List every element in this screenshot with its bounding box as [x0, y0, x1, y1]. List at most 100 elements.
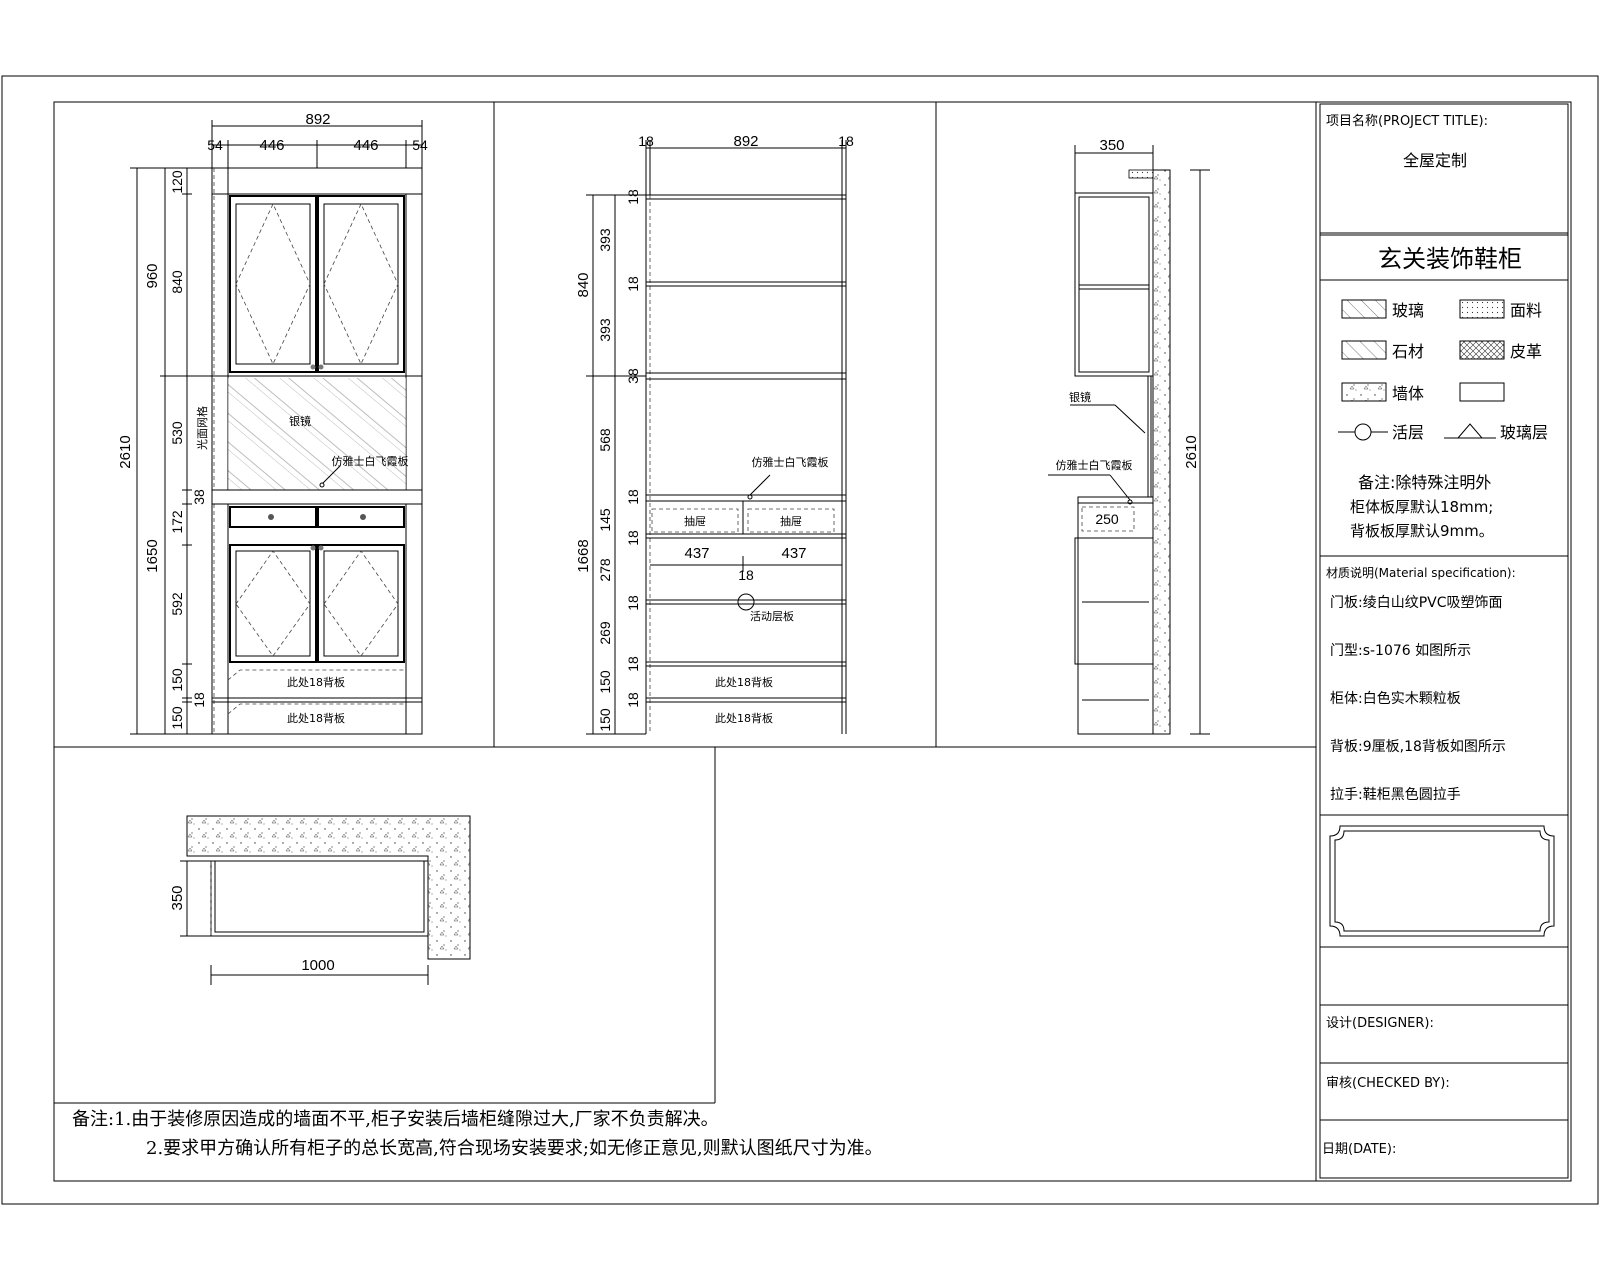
front-dim-right-margin: 54 — [412, 137, 428, 153]
plan-view: 350 1000 — [169, 815, 471, 985]
side-board-label: 仿雅士白飞霞板 — [1056, 458, 1133, 472]
front-dim-open-2: 150 — [169, 706, 185, 730]
front-board-label: 仿雅士白飞霞板 — [332, 454, 409, 468]
legend-fabric-swatch — [1459, 299, 1505, 319]
side-dim-height: 2610 — [1183, 435, 1200, 468]
front-dim-shelf: 18 — [191, 692, 207, 708]
front-dim-total-width: 892 — [305, 111, 330, 128]
remark-line-3: 背板板厚默认9mm。 — [1350, 522, 1494, 540]
legend-movable-shelf: 活层 — [1392, 423, 1424, 442]
logo-frame — [1329, 825, 1555, 937]
section-dim-bay-2: 437 — [781, 545, 806, 562]
front-dim-upper-section: 960 — [144, 263, 161, 288]
legend-glass-swatch — [1341, 299, 1387, 319]
section-dim-i9: 278 — [597, 558, 613, 582]
section-dim-i0: 18 — [625, 189, 641, 205]
section-movable-shelf: 活动层板 — [750, 609, 794, 623]
legend-leather: 皮革 — [1510, 342, 1542, 361]
material-door-panel: 门板:绫白山纹PVC吸塑饰面 — [1330, 595, 1503, 611]
material-carcass: 柜体:白色实木颗粒板 — [1330, 690, 1461, 707]
section-board-label: 仿雅士白飞霞板 — [752, 455, 829, 469]
section-dim-upper: 840 — [575, 272, 592, 297]
sheet-inner-border — [53, 101, 1572, 1182]
section-dim-i14: 18 — [625, 692, 641, 708]
legend-wall: 墙体 — [1392, 384, 1424, 403]
front-dim-drawer: 172 — [169, 510, 185, 534]
section-dim-i13: 150 — [597, 670, 613, 694]
front-dim-counter: 38 — [191, 489, 207, 505]
section-dim-i10: 18 — [625, 595, 641, 611]
front-mirror-label: 银镜 — [289, 414, 311, 428]
remark-line-1: 备注:除特殊注明外 — [1358, 473, 1491, 492]
front-dim-left-margin: 54 — [207, 137, 223, 153]
front-dim-open-1: 150 — [169, 668, 185, 692]
bottom-note-1: 备注:1.由于装修原因造成的墙面不平,柜子安装后墙柜缝隙过大,厂家不负责解决。 — [72, 1109, 719, 1130]
side-view: 350 2610 银镜 仿雅士白飞霞板 250 — [1048, 137, 1210, 735]
legend-glass: 玻璃 — [1392, 301, 1424, 320]
front-dim-left-door: 446 — [259, 137, 284, 154]
section-dim-right-side: 18 — [838, 133, 854, 149]
section-dim-i15: 150 — [597, 708, 613, 732]
section-dim-i12: 18 — [625, 656, 641, 672]
date-label: 日期(DATE): — [1322, 1142, 1396, 1157]
section-drawer-2: 抽屉 — [780, 514, 802, 528]
side-dim-depth: 350 — [1099, 137, 1124, 154]
sheet-outer-border — [1, 75, 1599, 1205]
title-block: 项目名称(PROJECT TITLE): 全屋定制 玄关装饰鞋柜 玻璃 面料 石… — [1319, 103, 1569, 1179]
section-dim-i6: 18 — [625, 489, 641, 505]
section-dim-partition: 18 — [738, 567, 754, 583]
legend-stone: 石材 — [1392, 342, 1424, 361]
front-side-note: 光面网格 — [195, 406, 209, 450]
front-dim-upper-door: 840 — [169, 270, 185, 294]
front-back-panel-2: 此处18背板 — [287, 711, 345, 725]
designer-label: 设计(DESIGNER): — [1326, 1016, 1434, 1031]
plan-dim-depth: 350 — [169, 885, 186, 910]
section-dim-i7: 145 — [597, 508, 613, 532]
front-back-panel-1: 此处18背板 — [287, 675, 345, 689]
front-dim-total-height: 2610 — [117, 435, 134, 468]
drawing-title: 玄关装饰鞋柜 — [1378, 245, 1522, 273]
side-dim-drawer: 250 — [1095, 511, 1119, 527]
section-dim-i5: 568 — [597, 428, 613, 452]
section-dim-i3: 393 — [597, 318, 613, 342]
section-view: 18 892 18 840 1668 18 393 18 393 38 568 … — [575, 133, 854, 735]
section-dim-lower: 1668 — [575, 539, 592, 572]
legend-glass-shelf-symbol — [1456, 423, 1484, 439]
legend-leather-swatch — [1459, 340, 1505, 360]
bottom-note-2: 2.要求甲方确认所有柜子的总长宽高,符合现场安装要求;如无修正意见,则默认图纸尺… — [146, 1138, 883, 1159]
section-dim-left-side: 18 — [638, 133, 654, 149]
legend-glass-shelf: 玻璃层 — [1500, 423, 1548, 442]
section-dim-bay-1: 437 — [684, 545, 709, 562]
front-dim-top-rail: 120 — [169, 170, 185, 194]
section-drawer-1: 抽屉 — [684, 514, 706, 528]
section-dim-i11: 269 — [597, 621, 613, 645]
legend-movable-shelf-symbol — [1354, 423, 1372, 441]
remark-line-2: 柜体板厚默认18mm; — [1350, 498, 1493, 516]
project-title-label: 项目名称(PROJECT TITLE): — [1326, 113, 1488, 129]
project-name: 全屋定制 — [1403, 151, 1467, 170]
section-dim-i4: 38 — [625, 368, 641, 384]
front-dim-lower-section: 1650 — [144, 539, 161, 572]
legend-fabric: 面料 — [1510, 301, 1542, 320]
section-dim-i8: 18 — [625, 530, 641, 546]
section-back-panel-1: 此处18背板 — [715, 675, 773, 689]
section-dim-i2: 18 — [625, 276, 641, 292]
front-view: 892 54 446 446 54 960 2610 1650 120 840 … — [117, 111, 428, 735]
material-spec-label: 材质说明(Material specification): — [1326, 565, 1516, 580]
front-dim-lower-door: 592 — [169, 592, 185, 616]
section-dim-i1: 393 — [597, 228, 613, 252]
movable-shelf-symbol — [737, 593, 755, 611]
section-back-panel-2: 此处18背板 — [715, 711, 773, 725]
checked-label: 审核(CHECKED BY): — [1326, 1076, 1450, 1091]
legend-stone-swatch — [1341, 340, 1387, 360]
front-dim-right-door: 446 — [353, 137, 378, 154]
side-mirror-label: 银镜 — [1069, 390, 1091, 404]
legend-blank-swatch — [1459, 382, 1505, 402]
section-dim-width: 892 — [733, 133, 758, 150]
legend-wall-swatch — [1341, 382, 1387, 402]
material-handle: 拉手:鞋柜黑色圆拉手 — [1330, 786, 1461, 803]
plan-dim-width: 1000 — [301, 957, 334, 974]
material-door-type: 门型:s-1076 如图所示 — [1330, 643, 1471, 659]
material-back-panel: 背板:9厘板,18背板如图所示 — [1330, 739, 1506, 755]
